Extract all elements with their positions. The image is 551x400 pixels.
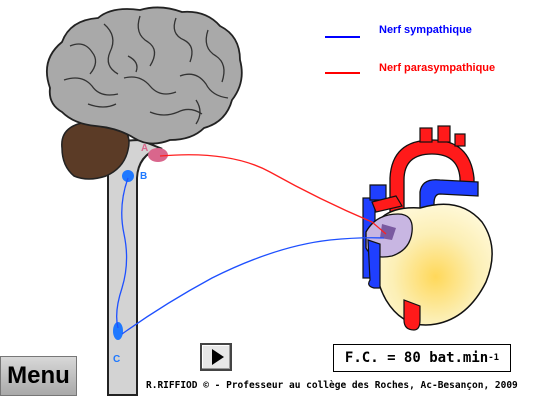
label-c: C (113, 354, 120, 365)
heart-rate-exponent: -1 (488, 353, 500, 363)
heart-rate-display: F.C. = 80 bat.min-1 (333, 344, 511, 372)
brain (46, 6, 243, 145)
label-b: B (140, 171, 147, 182)
sympathetic-nerve (121, 237, 385, 335)
center-c (113, 322, 123, 340)
legend-sympathetic-label: Nerf sympathique (379, 24, 472, 36)
sympathetic-nerve-cord (116, 177, 129, 329)
heart (362, 125, 493, 331)
center-b (122, 170, 134, 182)
legend-sympathetic-line (325, 36, 360, 38)
menu-button[interactable]: Menu (0, 356, 77, 396)
parasympathetic-nerve (159, 154, 387, 235)
brain-folds (63, 15, 229, 125)
play-icon (211, 349, 224, 365)
label-a: A (141, 143, 148, 154)
play-button[interactable] (200, 343, 232, 371)
center-a (148, 148, 168, 162)
cerebellum (61, 120, 130, 180)
credit-text: R.RIFFIOD © - Professeur au collège des … (146, 380, 518, 391)
legend-parasympathetic-label: Nerf parasympathique (379, 62, 496, 74)
heart-rate-value: F.C. = 80 bat.min (344, 350, 489, 366)
legend-parasympathetic-line (325, 72, 360, 74)
